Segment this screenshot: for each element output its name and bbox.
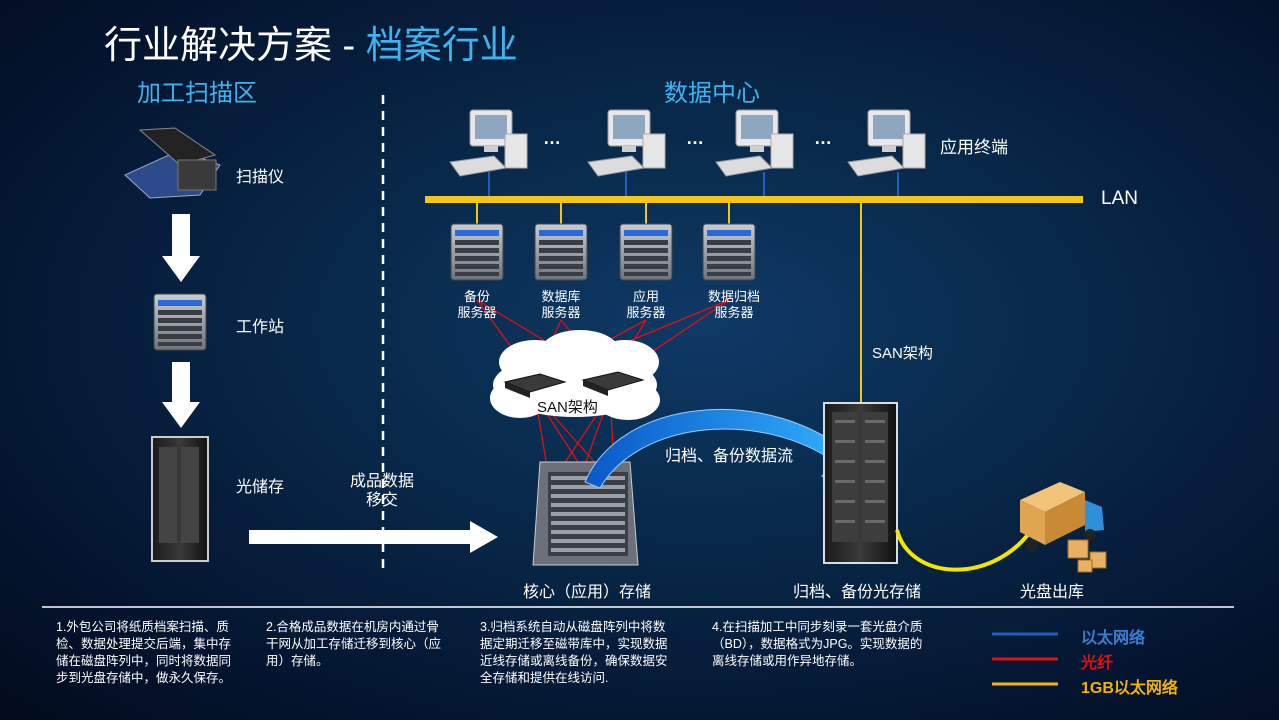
note-1: 1.外包公司将纸质档案扫描、质检、数据处理提交后端，集中存储在磁盘阵列中，同时将…	[56, 620, 232, 685]
legend-1gb-label: 1GB以太网络	[1081, 680, 1178, 697]
transfer-label: 成品数据 移交	[340, 472, 424, 510]
zone-datacenter-label: 数据中心	[664, 80, 760, 107]
database-server	[534, 223, 588, 281]
server-label-archive-line1: 数据归档	[707, 289, 760, 304]
transfer-label-line2: 移交	[365, 492, 398, 509]
title-accent: 档案行业	[365, 25, 518, 67]
core-storage-device	[532, 461, 639, 566]
note-3: 3.归档系统自动从磁盘阵列中将数据定期迁移至磁带库中，实现数据近线存储或离线备份…	[480, 620, 668, 685]
server-label-database-line1: 数据库	[541, 289, 581, 304]
server-label-application-line2: 服务器	[626, 305, 666, 320]
archive-storage-rack	[823, 402, 898, 564]
lan-bar	[425, 196, 1083, 203]
note-4: 4.在扫描加工中同步刻录一套光盘介质（BD），数据格式为JPG。实现数据的离线存…	[712, 620, 923, 668]
page-title: 行业解决方案 - 档案行业	[104, 14, 518, 69]
san-switch-2	[581, 371, 645, 396]
server-label-backup-line2: 服务器	[457, 305, 497, 320]
workstation-server	[153, 293, 207, 351]
san-vertical-label: SAN架构	[872, 345, 933, 362]
note-2: 2.合格成品数据在机房内通过骨干网从加工存储迁移到核心（应用）存储。	[266, 620, 442, 668]
terminal-ellipsis-2: …	[686, 128, 704, 148]
optical-storage-label: 光储存	[236, 479, 285, 496]
terminal-ellipsis-3: …	[814, 128, 832, 148]
data-flow-label: 归档、备份数据流	[665, 448, 794, 465]
archive-storage-label: 归档、备份光存储	[793, 584, 922, 601]
terminals-label: 应用终端	[940, 138, 1008, 157]
legend-ethernet-label: 以太网络	[1081, 630, 1146, 647]
core-storage-label: 核心（应用）存储	[523, 584, 652, 601]
delivery-truck-icon	[1020, 482, 1107, 573]
application-server	[619, 223, 673, 281]
title-prefix: 行业解决方案 -	[104, 25, 366, 67]
san-cloud-label: SAN架构	[537, 399, 598, 416]
transfer-arrow	[249, 521, 498, 553]
workstation-label: 工作站	[236, 319, 285, 336]
terminal-pc-3	[715, 109, 794, 177]
scanner-label: 扫描仪	[236, 169, 285, 186]
archive-server	[702, 223, 756, 281]
terminal-pc-2	[587, 109, 666, 177]
terminal-pc-4	[847, 109, 926, 177]
server-label-backup: 备份 服务器	[442, 289, 512, 321]
san-switch-1	[503, 373, 567, 398]
disc-out-label: 光盘出库	[1020, 584, 1085, 601]
server-label-backup-line1: 备份	[463, 289, 490, 304]
server-label-application-line1: 应用	[632, 289, 659, 304]
transfer-label-line1: 成品数据	[349, 473, 414, 490]
down-arrow-2	[162, 362, 200, 428]
terminal-pc-1	[449, 109, 528, 177]
server-label-database: 数据库 服务器	[526, 289, 596, 321]
scanner-device	[124, 127, 221, 199]
backup-server	[450, 223, 504, 281]
server-label-archive-line2: 服务器	[714, 305, 754, 320]
server-label-database-line2: 服务器	[541, 305, 581, 320]
legend-fiber-label: 光纤	[1081, 655, 1114, 672]
san-cloud	[490, 330, 660, 420]
terminal-ellipsis-1: …	[543, 128, 561, 148]
down-arrow-1	[162, 214, 200, 282]
optical-storage-rack	[151, 436, 209, 562]
lan-label: LAN	[1101, 188, 1138, 209]
zone-scan-label: 加工扫描区	[137, 80, 257, 107]
server-label-archive: 数据归档 服务器	[694, 289, 774, 321]
disc-out-curve	[895, 529, 1032, 572]
server-label-application: 应用 服务器	[611, 289, 681, 321]
